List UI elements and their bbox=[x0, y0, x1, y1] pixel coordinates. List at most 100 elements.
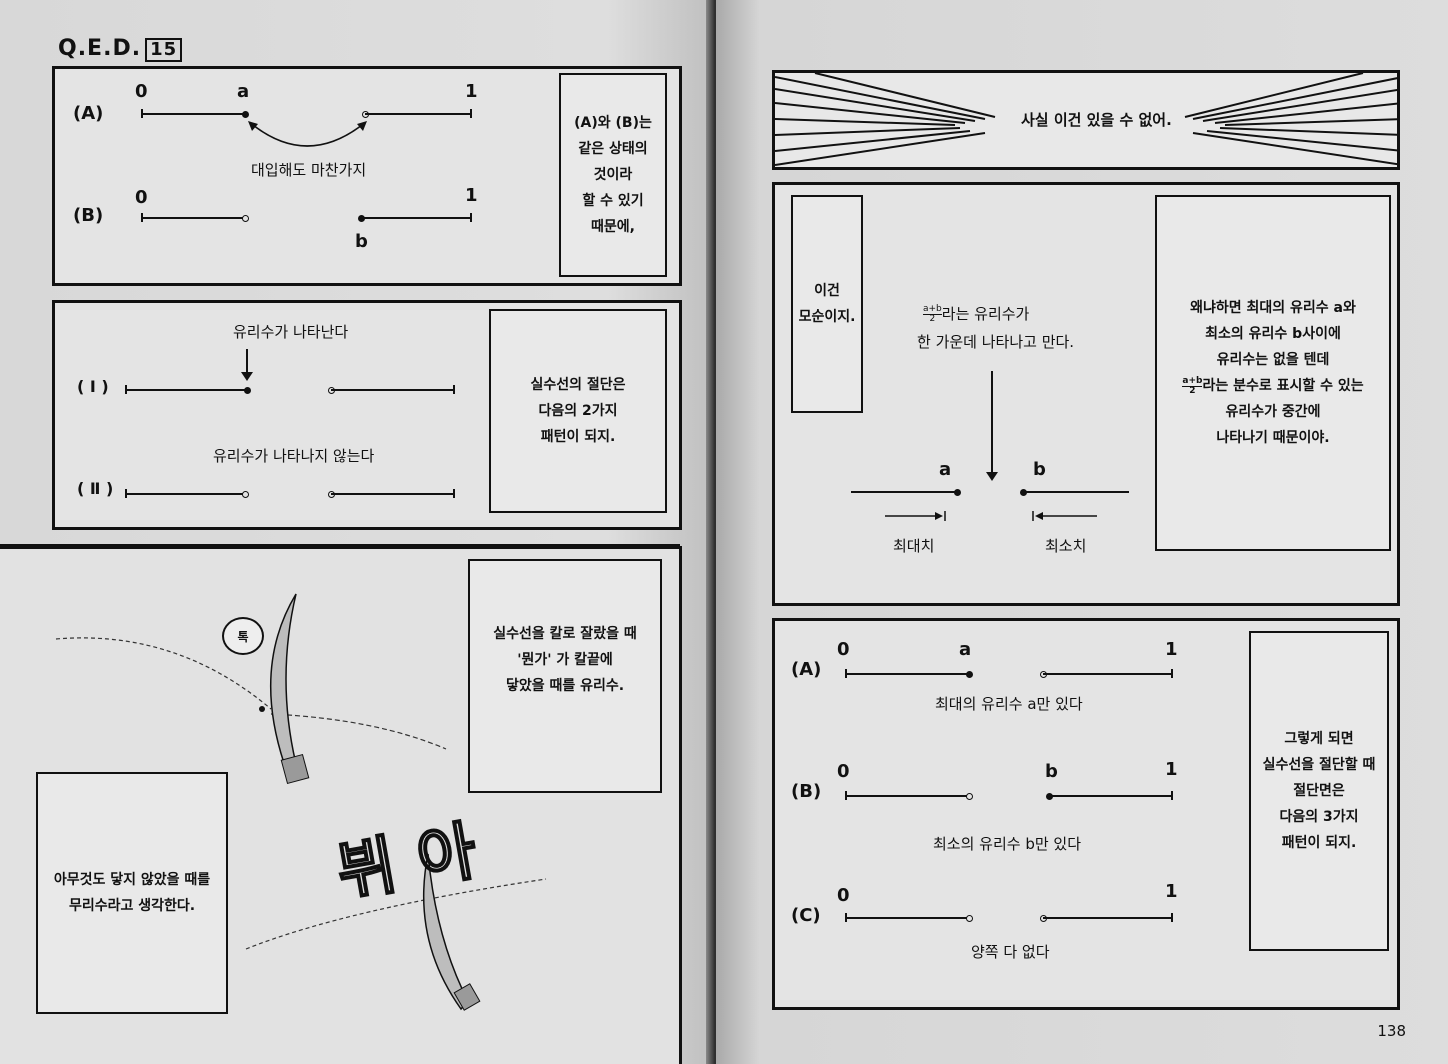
label-b: b bbox=[1045, 761, 1058, 782]
down-arrow-icon bbox=[242, 349, 252, 381]
seg-a-right bbox=[1043, 673, 1171, 675]
narration-line-3: 유리수가 중간에 나타나기 때문이야. bbox=[1216, 404, 1330, 446]
narration-box: 실수선의 절단은 다음의 2가지 패턴이 되지. bbox=[489, 309, 667, 513]
caption-a: 최대의 유리수 a만 있다 bbox=[935, 695, 1083, 713]
segment-left bbox=[141, 113, 245, 115]
seg-1-left bbox=[125, 389, 247, 391]
label-zero-b: 0 bbox=[135, 187, 148, 208]
panel-substitution: (A) 0 a 1 대입해도 마찬가지 (B) 0 1 b (A)와 (B)는 … bbox=[52, 66, 682, 286]
row-a-label: (A) bbox=[73, 103, 104, 124]
panel-impossible: 사실 이건 있을 수 없어. bbox=[772, 70, 1400, 170]
open-point-2a bbox=[242, 491, 249, 498]
irrational-narration-box: 아무것도 닿지 않았을 때를 무리수라고 생각한다. bbox=[36, 772, 228, 1014]
right-arrow-icon bbox=[885, 511, 946, 521]
caption-b: 최소의 유리수 b만 있다 bbox=[933, 835, 1082, 853]
row-2-label: ( Ⅱ ) bbox=[77, 479, 114, 498]
row-b-label: (B) bbox=[791, 781, 822, 802]
one-c: 1 bbox=[1165, 881, 1178, 902]
seg-b-left bbox=[845, 795, 969, 797]
zero-c: 0 bbox=[837, 885, 850, 906]
closed-point-b bbox=[1046, 793, 1053, 800]
left-page: Q.E.D.15 (A) 0 a 1 대입해도 마찬가지 (B) 0 1 b (… bbox=[0, 0, 714, 1064]
seg-c-left bbox=[845, 917, 969, 919]
series-header: Q.E.D.15 bbox=[58, 36, 183, 62]
open-point-c2 bbox=[1040, 915, 1047, 922]
swap-arrow-icon bbox=[248, 121, 367, 147]
closed-point-a bbox=[966, 671, 973, 678]
min-label: 최소치 bbox=[1045, 537, 1087, 555]
dialogue-text: 사실 이건 있을 수 없어. bbox=[1021, 111, 1172, 129]
label-a: a bbox=[959, 639, 972, 660]
sword-illustration bbox=[55, 593, 547, 1011]
caption-rational-absent: 유리수가 나타나지 않는다 bbox=[213, 447, 375, 465]
seg-2-left bbox=[125, 493, 245, 495]
label-a: a bbox=[237, 81, 250, 102]
tick-2-right bbox=[453, 489, 455, 498]
tick-1-right bbox=[453, 385, 455, 394]
seg-2-right bbox=[331, 493, 453, 495]
zero-b: 0 bbox=[837, 761, 850, 782]
seg-c-right bbox=[1043, 917, 1171, 919]
caption-rational-appears: 유리수가 나타난다 bbox=[233, 323, 349, 341]
point-a bbox=[954, 489, 961, 496]
tick-b-right bbox=[1171, 791, 1173, 800]
closed-point-b bbox=[358, 215, 365, 222]
segment-left-b bbox=[141, 217, 245, 219]
closed-point-a bbox=[242, 111, 249, 118]
open-point bbox=[362, 111, 369, 118]
max-label: 최대치 bbox=[893, 537, 935, 555]
point-b bbox=[1020, 489, 1027, 496]
open-point-b bbox=[966, 793, 973, 800]
segment-right bbox=[365, 113, 471, 115]
one-a: 1 bbox=[1165, 639, 1178, 660]
label-one-b: 1 bbox=[465, 185, 478, 206]
tick-c-right bbox=[1171, 913, 1173, 922]
segment-max bbox=[851, 491, 957, 493]
down-arrow-icon bbox=[987, 371, 997, 481]
left-narration-box: 이건 모순이지. bbox=[791, 195, 863, 413]
tick-right-b bbox=[470, 213, 472, 222]
open-point-b bbox=[242, 215, 249, 222]
segment-right-b bbox=[361, 217, 471, 219]
label-one: 1 bbox=[465, 81, 478, 102]
label-a: a bbox=[939, 459, 952, 480]
caption-same: 대입해도 마찬가지 bbox=[251, 161, 367, 179]
panel-two-patterns: 유리수가 나타난다 ( I ) 유리수가 나타나지 않는다 ( Ⅱ ) 실수선의… bbox=[52, 300, 682, 530]
tick-a-right bbox=[1171, 669, 1173, 678]
segment-min bbox=[1023, 491, 1129, 493]
page-number: 138 bbox=[1377, 1022, 1406, 1040]
open-point-c1 bbox=[966, 915, 973, 922]
open-point-1 bbox=[328, 387, 335, 394]
label-b: b bbox=[1033, 459, 1046, 480]
label-b: b bbox=[355, 231, 368, 252]
narration-box: 실수선을 칼로 잘랐을 때 '뭔가' 가 칼끝에 닿았을 때를 유리수. bbox=[468, 559, 662, 793]
panel-three-patterns: (A) 0 a 1 최대의 유리수 a만 있다 (B) 0 b 1 최소의 유리… bbox=[772, 618, 1400, 1010]
open-point-a bbox=[1040, 671, 1047, 678]
narration-line-1: 왜냐하면 최대의 유리수 a와 최소의 유리수 b사이에 유리수는 없을 텐데 bbox=[1190, 300, 1356, 368]
closed-point-1 bbox=[244, 387, 251, 394]
sound-bubble: 톡 bbox=[222, 617, 264, 655]
row-1-label: ( I ) bbox=[77, 377, 109, 396]
midpoint-caption-2: 한 가운데 나타나고 만다. bbox=[917, 333, 1075, 351]
left-arrow-icon bbox=[1032, 511, 1097, 521]
open-point-2b bbox=[328, 491, 335, 498]
speed-lines-decoration bbox=[775, 73, 1397, 166]
row-a-label: (A) bbox=[791, 659, 822, 680]
one-b: 1 bbox=[1165, 759, 1178, 780]
panel-divider bbox=[0, 544, 680, 546]
seg-a-left bbox=[845, 673, 969, 675]
label-zero: 0 bbox=[135, 81, 148, 102]
row-c-label: (C) bbox=[791, 905, 821, 926]
seg-1-right bbox=[331, 389, 453, 391]
row-b-label: (B) bbox=[73, 205, 104, 226]
zero-a: 0 bbox=[837, 639, 850, 660]
narration-box: 그렇게 되면 실수선을 절단할 때 절단면은 다음의 3가지 패턴이 되지. bbox=[1249, 631, 1389, 951]
narration-box: (A)와 (B)는 같은 상태의 것이라 할 수 있기 때문에, bbox=[559, 73, 667, 277]
seg-b-right bbox=[1049, 795, 1171, 797]
caption-c: 양쪽 다 없다 bbox=[971, 943, 1050, 961]
